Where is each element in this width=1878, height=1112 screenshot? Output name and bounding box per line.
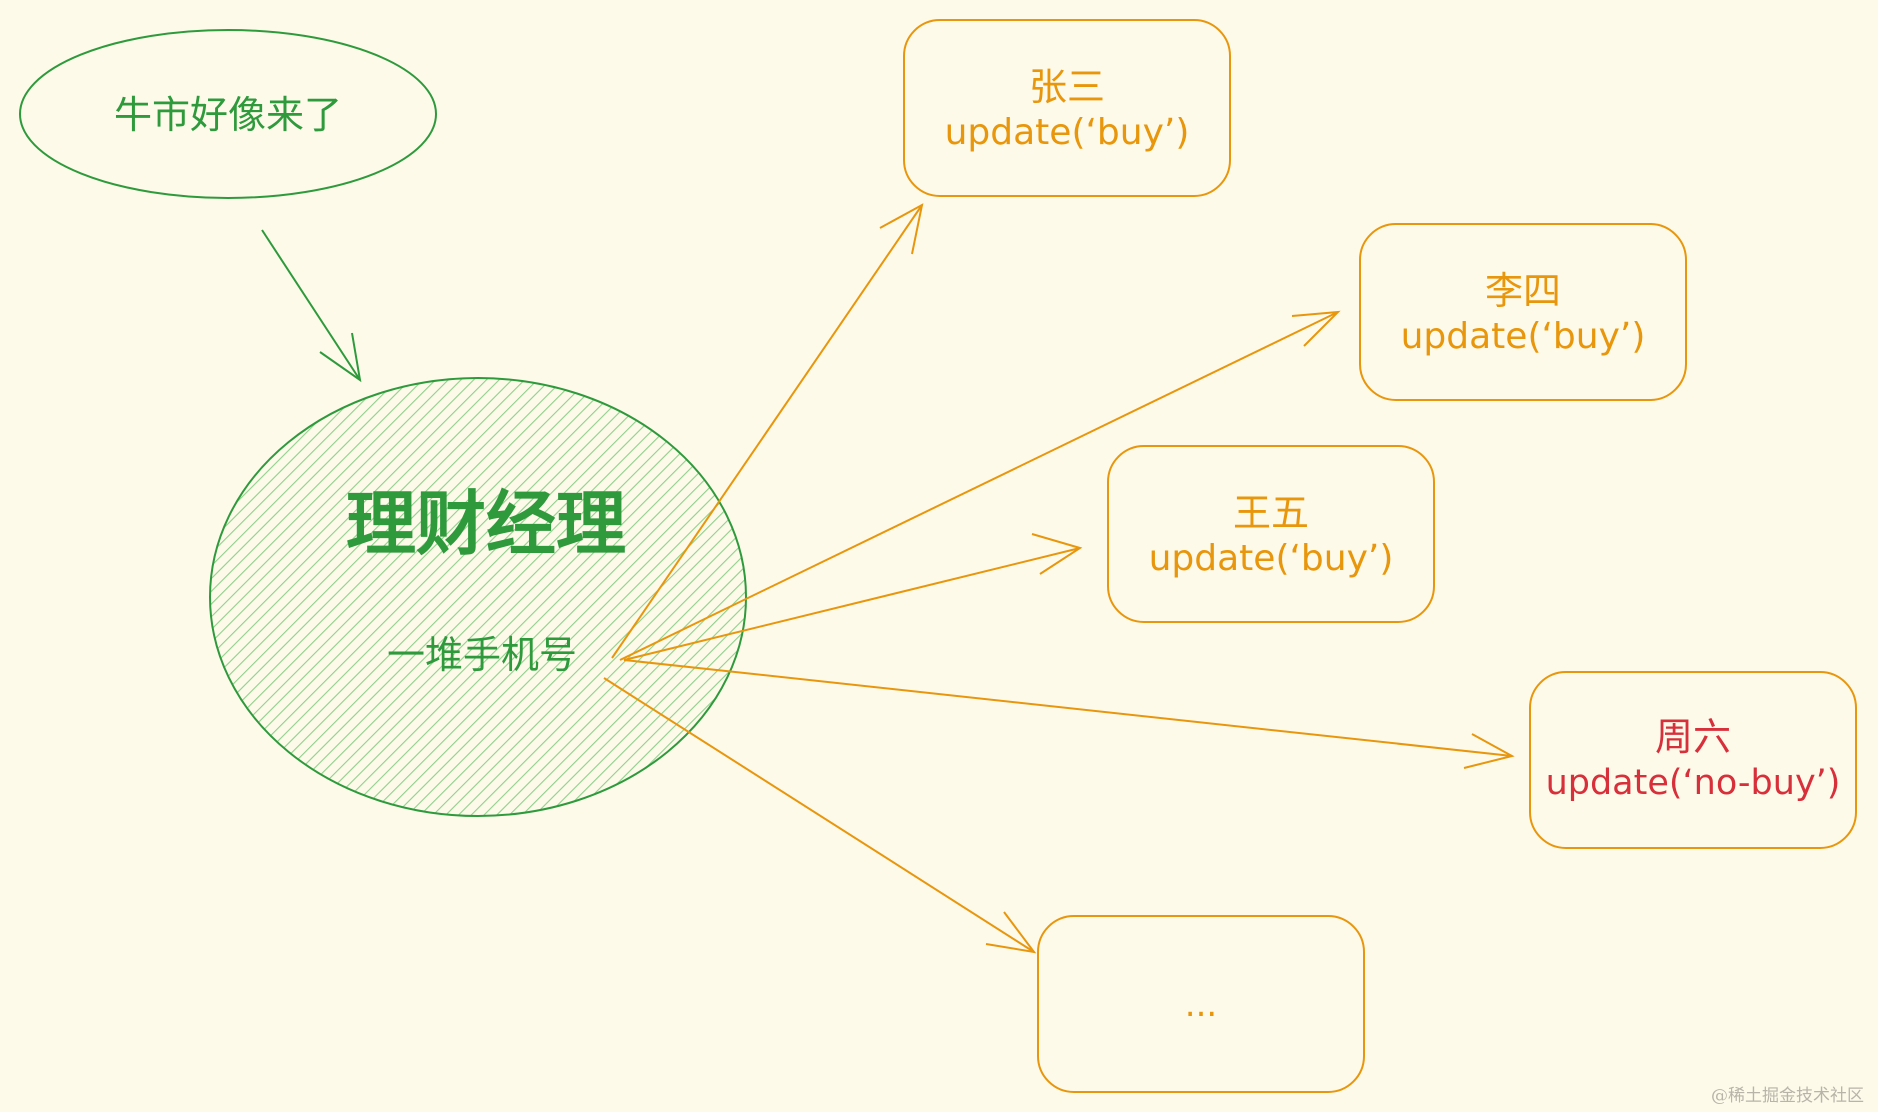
subscriber-5: ... (1037, 915, 1365, 1093)
subscriber-1: 张三 update(‘buy’) (903, 19, 1231, 197)
notify-arrow-2 (619, 310, 1341, 661)
manager-title: 理财经理 (346, 483, 626, 565)
notify-arrow-5 (603, 677, 1037, 954)
subscriber-5-name: ... (1185, 985, 1217, 1025)
subscriber-4-call: update(‘no-buy’) (1546, 763, 1841, 803)
subscriber-2-name: 李四 (1485, 269, 1561, 313)
notify-arrow-1 (611, 203, 924, 659)
notify-arrows (603, 203, 1515, 954)
event-node: 牛市好像来了 (19, 29, 437, 199)
subscriber-2-call: update(‘buy’) (1401, 316, 1646, 357)
watermark: @稀土掘金技术社区 (1711, 1086, 1864, 1106)
subscriber-1-call: update(‘buy’) (945, 112, 1190, 153)
subscriber-3: 王五 update(‘buy’) (1107, 445, 1435, 623)
subscriber-4: 周六 update(‘no-buy’) (1529, 671, 1857, 849)
subscriber-1-name: 张三 (1029, 65, 1105, 109)
subscriber-2: 李四 update(‘buy’) (1359, 223, 1687, 401)
subscriber-3-call: update(‘buy’) (1149, 538, 1394, 579)
manager-subtitle: 一堆手机号 (387, 633, 577, 677)
event-label: 牛市好像来了 (114, 93, 342, 137)
manager-node: 理财经理 一堆手机号 (209, 377, 747, 817)
notify-arrow-4 (623, 659, 1515, 769)
notify-arrow-3 (623, 533, 1083, 661)
subscriber-4-name: 周六 (1655, 715, 1731, 759)
subscriber-3-name: 王五 (1233, 491, 1309, 535)
event-to-manager-arrow (261, 229, 362, 383)
